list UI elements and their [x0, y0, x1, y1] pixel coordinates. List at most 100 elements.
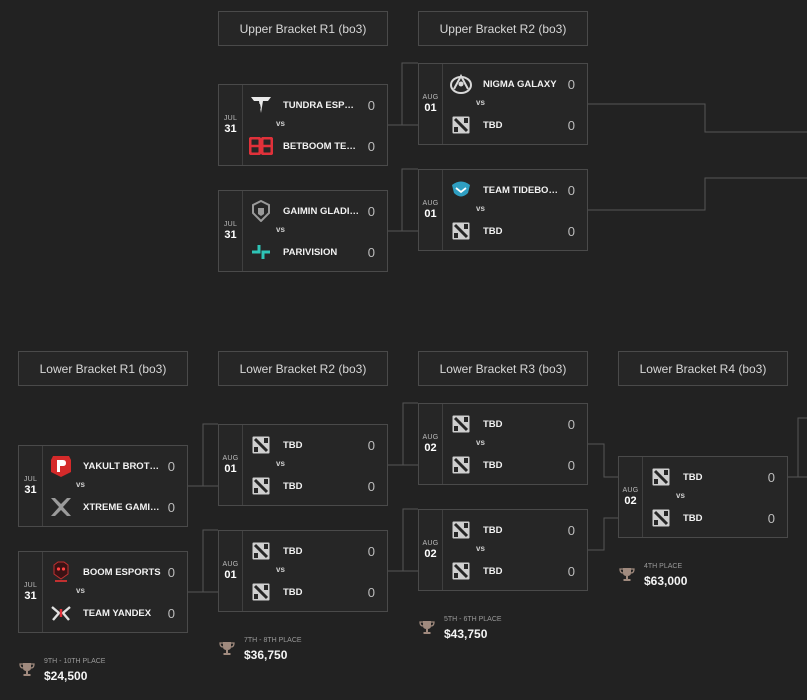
prize-amount: $24,500 [44, 669, 88, 683]
match-day: 31 [224, 229, 237, 241]
team-name: TBD [283, 439, 303, 451]
prize-place: 9TH - 10TH PLACE [44, 658, 106, 665]
match-date: JUL 31 [219, 85, 243, 165]
team-row[interactable]: TBD 0 [449, 112, 587, 138]
team-score: 0 [567, 223, 575, 239]
parivision-logo-icon [249, 240, 273, 264]
prize-amount: $63,000 [644, 574, 688, 588]
match-month: JUL [223, 221, 238, 228]
match-upper-r1-a[interactable]: JUL 31 TUNDRA ESPORTS 0 vs BETBOOM TEAM … [218, 84, 388, 166]
match-date: AUG 01 [219, 531, 243, 611]
match-day: 01 [424, 208, 437, 220]
tidebound-logo-icon [449, 178, 473, 202]
match-lower-r1-a[interactable]: JUL 31 YAKULT BROTHERS 0 vs XTREME GAMIN… [18, 445, 188, 527]
team-row[interactable]: GAIMIN GLADIATORS 0 [249, 198, 387, 224]
header-upper-r1: Upper Bracket R1 (bo3) [218, 11, 388, 46]
team-row[interactable]: TBD 0 [249, 538, 387, 564]
team-name: TBD [283, 545, 303, 557]
prize-amount: $36,750 [244, 648, 288, 662]
team-row[interactable]: TEAM YANDEX 0 [49, 600, 187, 626]
trophy-icon [219, 642, 235, 655]
match-lower-r3-b[interactable]: AUG 02 TBD 0 vs TBD 0 [418, 509, 588, 591]
match-month: AUG [222, 561, 239, 568]
vs-label: vs [76, 480, 85, 489]
prize-amount: $43,750 [444, 627, 488, 641]
match-month: AUG [422, 94, 439, 101]
boom-logo-icon [49, 560, 73, 584]
match-lower-r2-a[interactable]: AUG 01 TBD 0 vs TBD 0 [218, 424, 388, 506]
match-upper-r1-b[interactable]: JUL 31 GAIMIN GLADIATORS 0 vs PARIVISION… [218, 190, 388, 272]
team-row[interactable]: TEAM TIDEBOUND 0 [449, 177, 587, 203]
team-row[interactable]: NIGMA GALAXY 0 [449, 71, 587, 97]
team-row[interactable]: PARIVISION 0 [249, 239, 387, 265]
team-name: TBD [283, 586, 303, 598]
team-row[interactable]: BETBOOM TEAM 0 [249, 133, 387, 159]
dota-logo-icon [249, 474, 273, 498]
match-lower-r4[interactable]: AUG 02 TBD 0 vs TBD 0 [618, 456, 788, 538]
team-score: 0 [367, 543, 375, 559]
team-name: TBD [483, 459, 503, 471]
team-row[interactable]: YAKULT BROTHERS 0 [49, 453, 187, 479]
team-row[interactable]: TBD 0 [249, 432, 387, 458]
header-lower-r1: Lower Bracket R1 (bo3) [18, 351, 188, 386]
team-score: 0 [367, 203, 375, 219]
team-score: 0 [567, 563, 575, 579]
team-score: 0 [367, 437, 375, 453]
prize-place: 5TH - 6TH PLACE [444, 616, 502, 623]
team-row[interactable]: TBD 0 [649, 464, 787, 490]
dota-logo-icon [249, 539, 273, 563]
header-lower-r4: Lower Bracket R4 (bo3) [618, 351, 788, 386]
team-row[interactable]: TBD 0 [449, 517, 587, 543]
match-date: AUG 02 [419, 510, 443, 590]
match-day: 02 [624, 495, 637, 507]
team-name: TBD [483, 418, 503, 430]
team-name: BOOM ESPORTS [83, 566, 161, 578]
match-day: 01 [224, 569, 237, 581]
match-month: AUG [222, 455, 239, 462]
match-date: AUG 02 [419, 404, 443, 484]
team-row[interactable]: TUNDRA ESPORTS 0 [249, 92, 387, 118]
header-upper-r2: Upper Bracket R2 (bo3) [418, 11, 588, 46]
dota-logo-icon [649, 465, 673, 489]
dota-logo-icon [449, 453, 473, 477]
match-month: JUL [23, 476, 38, 483]
team-row[interactable]: TBD 0 [249, 579, 387, 605]
team-row[interactable]: TBD 0 [649, 505, 787, 531]
team-row[interactable]: XTREME GAMING 0 [49, 494, 187, 520]
vs-label: vs [676, 491, 685, 500]
team-name: TBD [283, 480, 303, 492]
team-name: TBD [483, 565, 503, 577]
prize-7th-8th: 7TH - 8TH PLACE $36,750 [219, 634, 369, 664]
team-score: 0 [567, 457, 575, 473]
match-day: 01 [424, 102, 437, 114]
team-row[interactable]: TBD 0 [449, 218, 587, 244]
match-upper-r2-a[interactable]: AUG 01 NIGMA GALAXY 0 vs TBD 0 [418, 63, 588, 145]
match-upper-r2-b[interactable]: AUG 01 TEAM TIDEBOUND 0 vs TBD 0 [418, 169, 588, 251]
match-day: 01 [224, 463, 237, 475]
header-lower-r3: Lower Bracket R3 (bo3) [418, 351, 588, 386]
vs-label: vs [476, 438, 485, 447]
team-score: 0 [167, 564, 175, 580]
team-name: TBD [683, 471, 703, 483]
team-row[interactable]: TBD 0 [449, 411, 587, 437]
gaimin-logo-icon [249, 199, 273, 223]
team-row[interactable]: TBD 0 [449, 452, 587, 478]
team-row[interactable]: BOOM ESPORTS 0 [49, 559, 187, 585]
match-lower-r3-a[interactable]: AUG 02 TBD 0 vs TBD 0 [418, 403, 588, 485]
vs-label: vs [476, 204, 485, 213]
team-name: XTREME GAMING [83, 501, 161, 513]
dota-logo-icon [449, 412, 473, 436]
match-month: AUG [622, 487, 639, 494]
match-lower-r2-b[interactable]: AUG 01 TBD 0 vs TBD 0 [218, 530, 388, 612]
team-score: 0 [567, 117, 575, 133]
team-row[interactable]: TBD 0 [449, 558, 587, 584]
vs-label: vs [476, 544, 485, 553]
team-score: 0 [567, 522, 575, 538]
nigma-logo-icon [449, 72, 473, 96]
team-row[interactable]: TBD 0 [249, 473, 387, 499]
vs-label: vs [476, 98, 485, 107]
match-lower-r1-b[interactable]: JUL 31 BOOM ESPORTS 0 vs TEAM YANDEX 0 [18, 551, 188, 633]
match-date: AUG 01 [419, 64, 443, 144]
team-score: 0 [167, 499, 175, 515]
